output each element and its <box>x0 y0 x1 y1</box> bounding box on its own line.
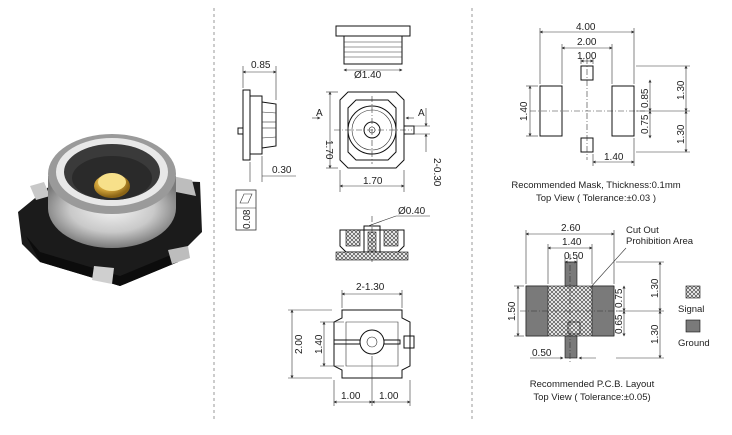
legend-signal-swatch <box>685 285 701 299</box>
mask-caption-line1: Recommended Mask, Thickness:0.1mm <box>511 180 680 191</box>
pcb-total-width-dim: 2.60 <box>561 223 581 234</box>
mask-bottom-width-dim: 1.40 <box>604 152 624 163</box>
pin-diameter-dim: Ø0.40 <box>398 206 426 217</box>
mask-upper-gap-dim: 0.85 <box>640 88 651 108</box>
pcb-signal-width-dim: 0.50 <box>564 251 584 262</box>
hole-diameter-dim: Ø1.40 <box>354 70 382 81</box>
bottom-half-right-dim: 1.00 <box>379 391 399 402</box>
connector-photo <box>18 134 202 286</box>
section-mark-right: A <box>418 108 425 119</box>
front-view <box>335 25 411 72</box>
cutout-label-line1: Cut Out <box>626 225 659 236</box>
bottom-body-height-dim: 2.00 <box>294 334 305 354</box>
pcb-lower-half-dim: 1.30 <box>650 324 661 344</box>
mask-caption-line2: Top View ( Tolerance:±0.03 ) <box>536 193 656 204</box>
pcb-caption-line1: Recommended P.C.B. Layout <box>530 379 655 390</box>
legend <box>685 285 701 333</box>
section-mark-left: A <box>316 108 323 119</box>
mask-lower-half-dim: 1.30 <box>676 124 687 144</box>
bottom-pad-span-dim: 2-1.30 <box>356 282 385 293</box>
pcb-bottom-signal-dim: 0.50 <box>532 348 552 359</box>
bottom-inner-height-dim: 1.40 <box>314 334 325 354</box>
bottom-view <box>288 290 415 406</box>
bottom-half-left-dim: 1.00 <box>341 391 361 402</box>
mask-lower-gap-dim: 0.75 <box>640 114 651 134</box>
mask-total-width-dim: 4.00 <box>576 22 596 33</box>
mask-upper-half-dim: 1.30 <box>676 80 687 100</box>
section-view <box>335 215 430 262</box>
side-width-dim: 0.85 <box>251 60 271 71</box>
side-view <box>235 66 296 231</box>
pcb-caption-line2: Top View ( Tolerance:±0.05) <box>533 392 650 403</box>
side-offset-dim: 0.30 <box>272 165 292 176</box>
mask-drawing <box>526 28 690 166</box>
legend-ground-label: Ground <box>678 338 710 349</box>
top-view <box>312 91 430 192</box>
pcb-drawing <box>514 230 664 364</box>
pad-width-dim: 2-0.30 <box>431 158 442 187</box>
flatness-value: 0.08 <box>242 209 253 229</box>
legend-signal-label: Signal <box>678 304 704 315</box>
cutout-label-line2: Prohibition Area <box>626 236 694 247</box>
pcb-dim-065: 0.65 <box>614 314 625 334</box>
pcb-height-dim: 1.50 <box>507 301 518 321</box>
mask-mid-width-dim: 2.00 <box>577 37 597 48</box>
mask-pad-height-dim: 1.40 <box>519 101 530 121</box>
pcb-inner-width-dim: 1.40 <box>562 237 582 248</box>
pcb-upper-half-dim: 1.30 <box>650 278 661 298</box>
pcb-dim-075: 0.75 <box>614 288 625 308</box>
top-height-dim: 1.70 <box>323 140 334 160</box>
mask-inner-width-dim: 1.00 <box>577 51 597 62</box>
top-width-dim: 1.70 <box>363 176 383 187</box>
legend-ground-swatch <box>685 319 701 333</box>
